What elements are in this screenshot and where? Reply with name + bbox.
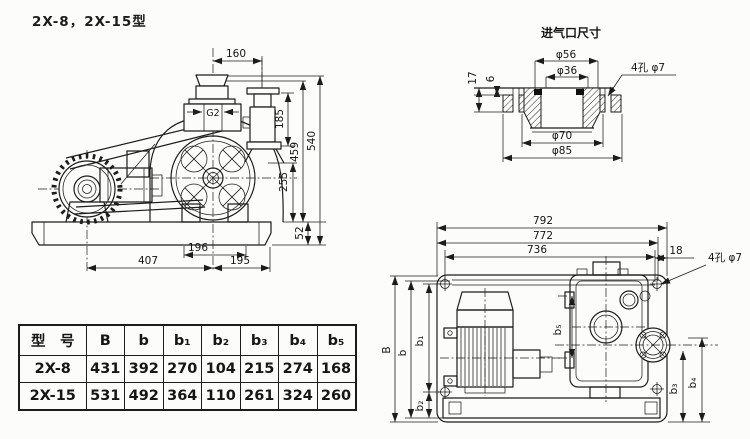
header-b2: b₂ (201, 324, 241, 356)
cell: 392 (124, 355, 164, 383)
top-view-dimensions: 792 772 736 18 4孔 φ7 B b (381, 215, 742, 423)
side-view-belt (65, 119, 227, 215)
dim-195-label: 195 (230, 255, 250, 267)
dim-B-label: B (381, 346, 393, 353)
top-holes-label: 4孔 φ7 (708, 251, 742, 264)
dim-phi36-label: φ36 (557, 65, 578, 77)
dim-407-label: 407 (138, 255, 158, 267)
inlet-flange-section (474, 87, 622, 133)
cell: 168 (316, 355, 356, 383)
dim-540-label: 540 (306, 131, 318, 151)
top-view-baseplate (436, 274, 668, 423)
dim-17-label: 17 (467, 71, 479, 84)
dim-phi70-label: φ70 (552, 130, 572, 142)
cell: 431 (85, 355, 125, 383)
table-row: 2X-8 431 392 270 104 215 274 168 (18, 355, 356, 383)
dim-736-label: 736 (527, 244, 547, 256)
dim-185-label: 185 (274, 109, 286, 129)
cell: 110 (201, 382, 241, 411)
dim-b1-label: b₁ (414, 336, 426, 347)
table-row: 2X-15 531 492 364 110 261 324 260 (18, 382, 356, 411)
gas-ballast-port (619, 290, 639, 310)
header-b3: b₃ (239, 324, 279, 356)
dim-b-label: b (397, 349, 409, 356)
dim-18-label: 18 (669, 245, 682, 257)
cell: 274 (278, 355, 318, 383)
dim-b4-label: b₄ (687, 378, 699, 389)
side-view-base (31, 221, 272, 246)
dim-6-label: 6 (485, 75, 497, 82)
dim-g2-label: G2 (206, 108, 219, 119)
side-view-flywheel (170, 135, 256, 221)
side-view-inlet-stack (183, 74, 242, 132)
inlet-holes-label: 4孔 φ7 (631, 61, 665, 74)
side-view: 160 G2 185 255 (31, 48, 326, 272)
cell-model: 2X-15 (18, 382, 87, 411)
side-view-dimensions: 160 G2 185 255 (87, 48, 326, 272)
cell: 492 (124, 382, 164, 411)
header-model: 型 号 (18, 324, 87, 356)
dim-459-label: 459 (289, 142, 301, 162)
top-view: 792 772 736 18 4孔 φ7 B b (381, 215, 742, 423)
dim-160-label: 160 (226, 48, 246, 60)
dim-phi85-label: φ85 (552, 145, 572, 157)
cell: 364 (162, 382, 202, 411)
side-view-centerlines (38, 48, 297, 272)
dim-b2-label: b₂ (414, 401, 426, 412)
dim-772-label: 772 (533, 230, 553, 242)
cell: 261 (239, 382, 279, 411)
cell: 104 (201, 355, 241, 383)
cell-model: 2X-8 (18, 355, 87, 383)
header-b4: b₄ (278, 324, 318, 356)
dim-792-label: 792 (533, 215, 553, 227)
inlet-view-title: 进气口尺寸 (541, 25, 601, 40)
dim-phi56-label: φ56 (556, 49, 577, 61)
dimension-table: 型 号 B b b₁ b₂ b₃ b₄ b₅ 2X-8 431 392 270 … (18, 324, 357, 411)
top-view-motor (440, 288, 560, 396)
side-view-motor-pulley (51, 153, 163, 225)
table-header-row: 型 号 B b b₁ b₂ b₃ b₄ b₅ (18, 324, 356, 356)
dim-255-label: 255 (278, 172, 290, 192)
cell: 531 (85, 382, 125, 411)
header-b: b (124, 324, 164, 356)
drawing-title: 2X-8，2X-15型 (32, 14, 147, 30)
bottom-tray (442, 397, 661, 419)
dim-196-label: 196 (188, 242, 208, 254)
header-b1: b₁ (162, 324, 202, 356)
side-view-exhaust-stack (242, 87, 285, 164)
motor-fins (460, 328, 506, 386)
header-b5: b₅ (316, 324, 356, 356)
dim-52-label: 52 (294, 226, 306, 239)
header-B: B (85, 324, 125, 356)
inlet-dimensions: φ56 φ36 17 6 4孔 φ7 φ70 (467, 49, 676, 162)
cell: 215 (239, 355, 279, 383)
cell: 324 (278, 382, 318, 411)
inlet-section-view: 进气口尺寸 (467, 25, 676, 162)
dim-b3-label: b₃ (668, 384, 680, 395)
cell: 260 (316, 382, 356, 411)
cell: 270 (162, 355, 202, 383)
dim-b5-label: b₅ (552, 325, 564, 336)
